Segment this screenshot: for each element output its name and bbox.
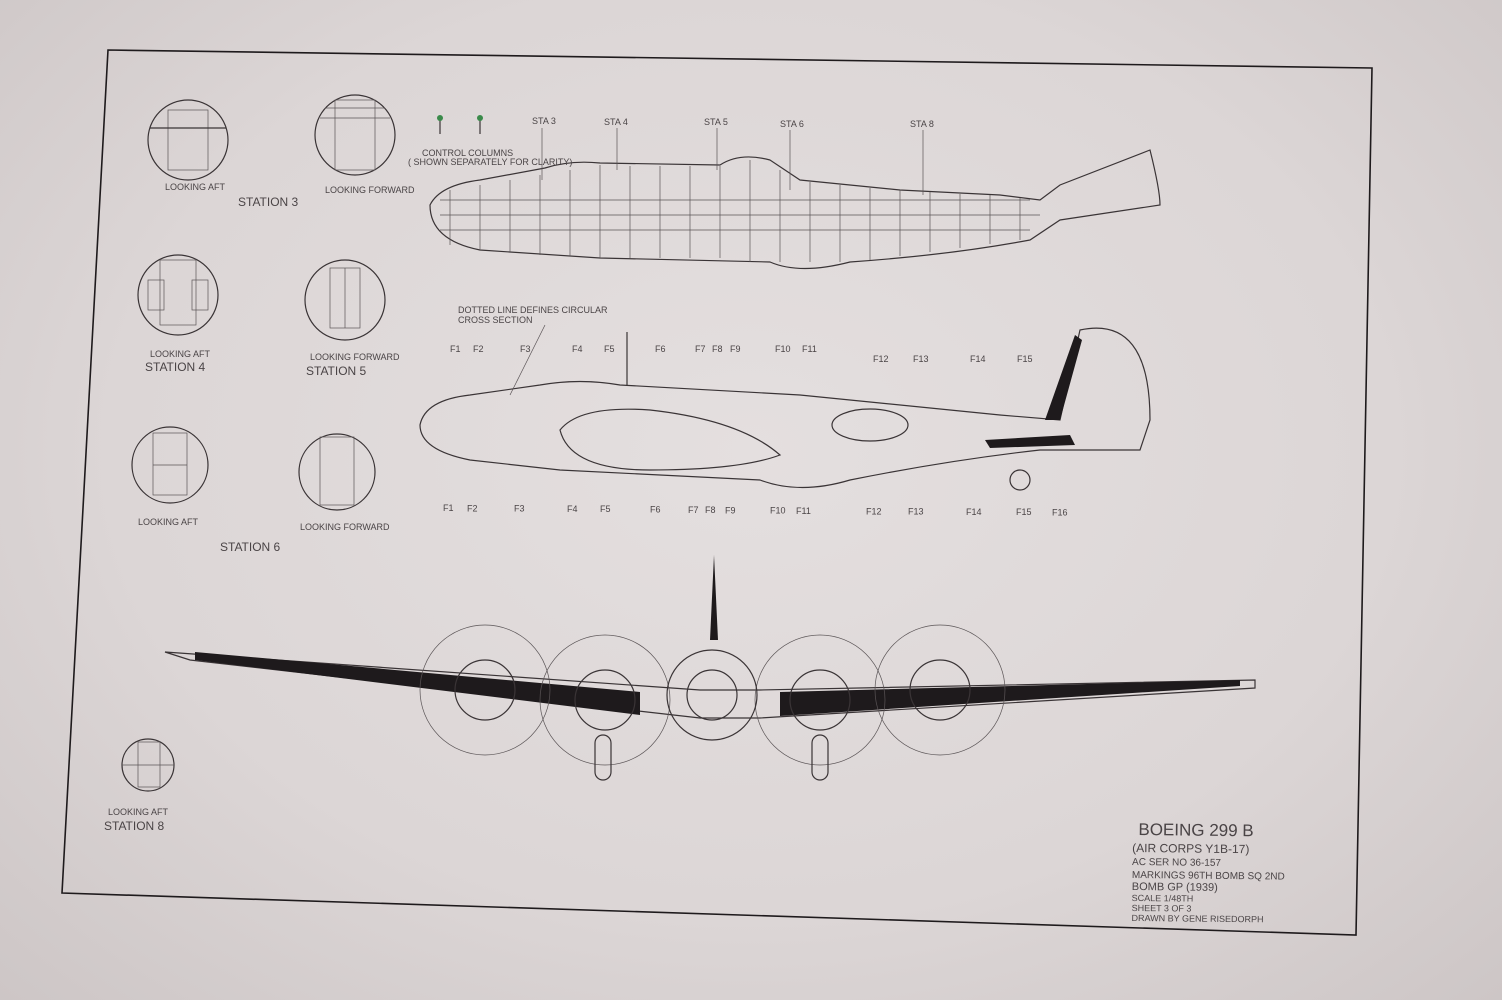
frame-label-top: F12 (873, 354, 889, 364)
station-5-section: LOOKING FORWARD STATION 5 (304, 259, 400, 378)
drawing-title: BOEING 299 B (1138, 820, 1253, 840)
control-columns-note: CONTROL COLUMNS (422, 148, 513, 158)
title-line-4: BOMB GP (1939) (1132, 881, 1218, 894)
frame-label-bottom: F3 (514, 504, 525, 514)
station-4-section: LOOKING AFT STATION 4 (137, 254, 219, 374)
title-line-6: SHEET 3 OF 3 (1132, 903, 1192, 914)
frame-label-bottom: F12 (866, 506, 882, 516)
frame-label-top: F5 (604, 344, 615, 354)
sta-8-label: STA 8 (910, 119, 934, 129)
frame-label-top: F4 (572, 344, 583, 354)
title-line-7: DRAWN BY GENE RISEDORPH (1131, 913, 1263, 924)
frame-label-bottom: F4 (567, 504, 578, 514)
station-3-label: STATION 3 (238, 195, 299, 209)
frame-label-top: F9 (730, 344, 741, 354)
frame-label-bottom: F11 (796, 506, 811, 516)
frame-label-bottom: F2 (467, 503, 478, 513)
frame-label-top: F7 (695, 344, 706, 354)
frame-label-bottom: F15 (1016, 507, 1032, 517)
frame-label-top: F13 (913, 354, 929, 364)
station-5-label: STATION 5 (306, 364, 367, 378)
front-view (164, 555, 1256, 781)
frame-label-top: F6 (655, 344, 666, 354)
station-4-label: STATION 4 (145, 360, 206, 374)
side-view: DOTTED LINE DEFINES CIRCULAR CROSS SECTI… (419, 305, 1151, 518)
station-8-label: STATION 8 (104, 819, 165, 833)
station-8-aft-label: LOOKING AFT (108, 807, 169, 817)
dotted-line-note-2: CROSS SECTION (458, 315, 533, 325)
frame-label-top: F10 (775, 344, 791, 354)
cutaway-view: CONTROL COLUMNS ( SHOWN SEPARATELY FOR C… (408, 115, 1161, 270)
drawing-border (61, 49, 1373, 936)
frame-label-bottom: F8 (705, 505, 716, 515)
sta-4-label: STA 4 (604, 117, 628, 127)
station-6-fwd-label: LOOKING FORWARD (300, 522, 390, 532)
title-line-5: SCALE 1/48TH (1132, 893, 1194, 904)
frame-label-bottom: F13 (908, 507, 924, 517)
station-6-label: STATION 6 (220, 540, 281, 554)
frame-label-bottom: F7 (688, 505, 699, 515)
title-line-2: AC SER NO 36-157 (1132, 857, 1221, 869)
station-3-aft-label: LOOKING AFT (165, 182, 226, 192)
station-3-fwd-label: LOOKING FORWARD (325, 185, 415, 195)
dotted-line-note: DOTTED LINE DEFINES CIRCULAR (458, 305, 608, 315)
title-block: BOEING 299 B (AIR CORPS Y1B-17) AC SER N… (1131, 820, 1285, 924)
station-3-fwd-section: LOOKING FORWARD (314, 94, 415, 195)
station-4-aft-label: LOOKING AFT (150, 349, 211, 359)
frame-label-bottom: F14 (966, 507, 982, 517)
frame-label-top: F8 (712, 344, 723, 354)
frame-label-top: F15 (1017, 354, 1033, 364)
sta-5-label: STA 5 (704, 117, 728, 127)
frame-label-bottom: F1 (443, 503, 454, 513)
title-line-1: (AIR CORPS Y1B-17) (1132, 841, 1249, 856)
frame-label-bottom: F10 (770, 506, 786, 516)
frame-label-bottom: F9 (725, 505, 736, 515)
frame-label-top: F11 (802, 344, 817, 354)
frame-label-bottom: F6 (650, 505, 661, 515)
control-columns-note-2: ( SHOWN SEPARATELY FOR CLARITY) (408, 157, 572, 167)
frame-label-top: F2 (473, 344, 484, 354)
station-3-aft-section: LOOKING AFT (147, 99, 229, 192)
station-5-fwd-label: LOOKING FORWARD (310, 352, 400, 362)
frame-label-top: F1 (450, 344, 461, 354)
station-6-aft-label: LOOKING AFT (138, 517, 199, 527)
control-columns-icon (437, 115, 483, 134)
station-6-section: LOOKING AFT LOOKING FORWARD STATION 6 (131, 426, 390, 554)
frame-label-bottom: F5 (600, 504, 611, 514)
frame-label-top: F3 (520, 344, 531, 354)
station-8-section: LOOKING AFT STATION 8 (104, 738, 175, 833)
frame-label-top: F14 (970, 354, 986, 364)
frame-labels-bottom: F1 F2 F3 F4 F5 F6 F7 F8 F9 F10 F11 F12 F13 F14 F15 F16 (443, 503, 1068, 518)
sta-3-label: STA 3 (532, 116, 556, 126)
title-line-3: MARKINGS 96TH BOMB SQ 2ND (1132, 870, 1285, 883)
frame-label-bottom: F16 (1052, 508, 1068, 518)
sta-6-label: STA 6 (780, 119, 804, 129)
